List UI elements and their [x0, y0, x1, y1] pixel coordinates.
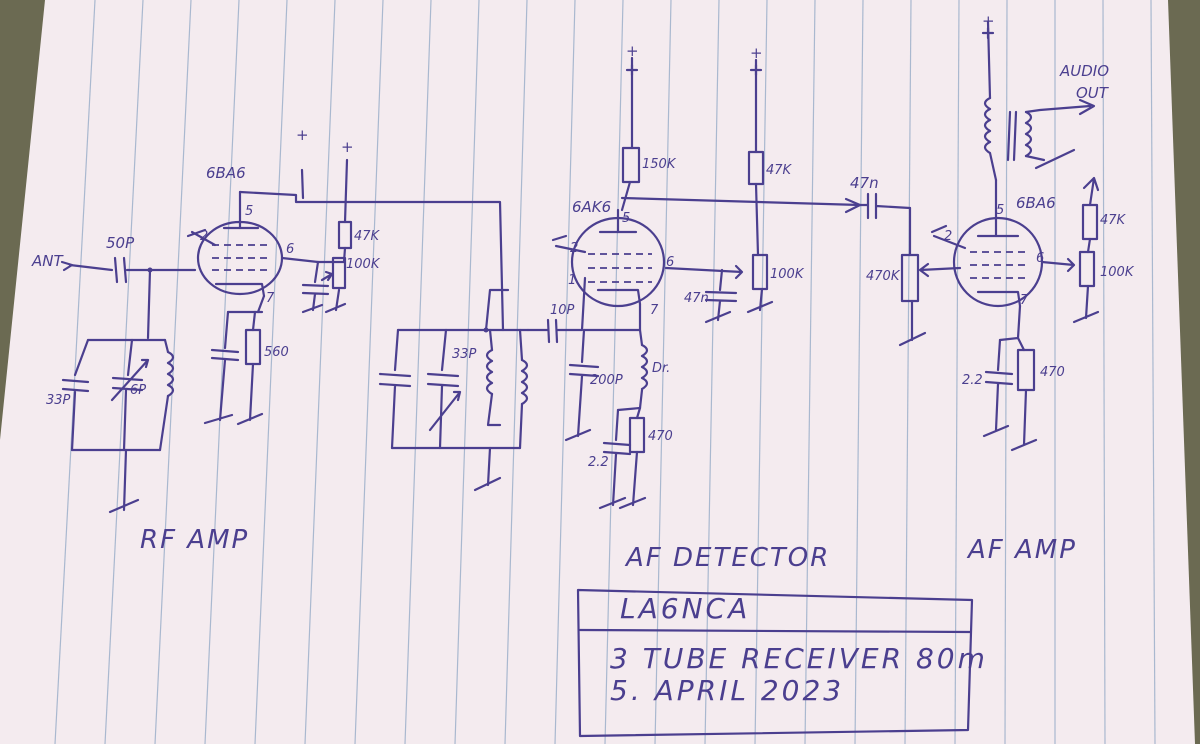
c-det-k-label: 2.2: [588, 455, 609, 470]
plus-3: +: [626, 42, 639, 60]
rf-amp-stage: [60, 158, 505, 514]
t3-pin7: 7: [1020, 293, 1029, 308]
t3-pin5: 5: [996, 203, 1004, 218]
title-block: LA6NCA 3 TUBE RECEIVER 80m 5. APRIL 2023: [576, 588, 988, 738]
plus-1: +: [296, 126, 309, 144]
r-rf-k-label: 560: [264, 345, 289, 360]
component-labels: ANT 50P 33P 6P 6BA6 5 6 2 7 + + 47K 100K…: [31, 12, 1135, 470]
plus-4: +: [750, 44, 763, 62]
c-in-label: 50P: [106, 234, 135, 252]
r47b-label: 47K: [1100, 213, 1127, 228]
section-rf: RF AMP: [140, 525, 249, 555]
audio-label-1: AUDIO: [1059, 62, 1109, 80]
t3-pin6: 6: [1036, 251, 1044, 266]
tube1-label: 6BA6: [206, 164, 246, 182]
plus-2: +: [341, 138, 354, 156]
pot-det-label: 100K: [770, 267, 805, 282]
r-af-k-label: 470: [1040, 365, 1065, 380]
dr-label: Dr.: [652, 361, 670, 376]
c-coup-label: 10P: [550, 303, 575, 318]
ant-label: ANT: [31, 252, 64, 270]
tube2-label: 6AK6: [572, 198, 611, 216]
c47n-b-label: 47n: [684, 291, 709, 306]
c33-label: 33P: [46, 393, 71, 408]
t2-pin7: 7: [650, 303, 659, 318]
c6p-label: 6P: [130, 383, 146, 398]
t2-pin2: 2: [570, 241, 578, 256]
t1-pin2: 2: [200, 229, 208, 244]
section-af: AF AMP: [966, 535, 1077, 565]
pot-af-label: 100K: [1100, 265, 1135, 280]
t2-pin5: 5: [622, 211, 630, 226]
r-rf-g2-label: 47K: [354, 229, 381, 244]
c200-label: 200P: [590, 373, 623, 388]
tube3-label: 6BA6: [1016, 194, 1056, 212]
pot-rf-label: 100K: [346, 257, 381, 272]
title-line-1: 3 TUBE RECEIVER 80m: [610, 642, 988, 675]
c47n-label: 47n: [850, 174, 879, 192]
audio-label-2: OUT: [1076, 84, 1110, 102]
t1-pin6: 6: [286, 242, 294, 257]
title-line-2: 5. APRIL 2023: [610, 674, 844, 707]
af-amp-stage: [844, 20, 1100, 452]
r150-label: 150K: [642, 157, 677, 172]
plus-5: +: [982, 12, 995, 30]
c-tank-label: 33P: [452, 347, 477, 362]
r47a-label: 47K: [766, 163, 793, 178]
t2-pin6: 6: [666, 255, 674, 270]
callsign: LA6NCA: [620, 592, 750, 625]
r-det-k-label: 470: [648, 429, 673, 444]
c-af-k-label: 2.2: [962, 373, 983, 388]
section-det: AF DETECTOR: [624, 543, 830, 573]
t1-pin5: 5: [245, 204, 253, 219]
detector-stage: [378, 56, 862, 510]
ruled-lines: [54, 0, 1156, 744]
t3-pin2: 2: [944, 229, 952, 244]
pot-vol-label: 470K: [866, 269, 901, 284]
t2-pin1: 1: [568, 273, 576, 288]
t1-pin7: 7: [266, 291, 275, 306]
section-labels: RF AMP AF DETECTOR AF AMP: [140, 525, 1077, 573]
